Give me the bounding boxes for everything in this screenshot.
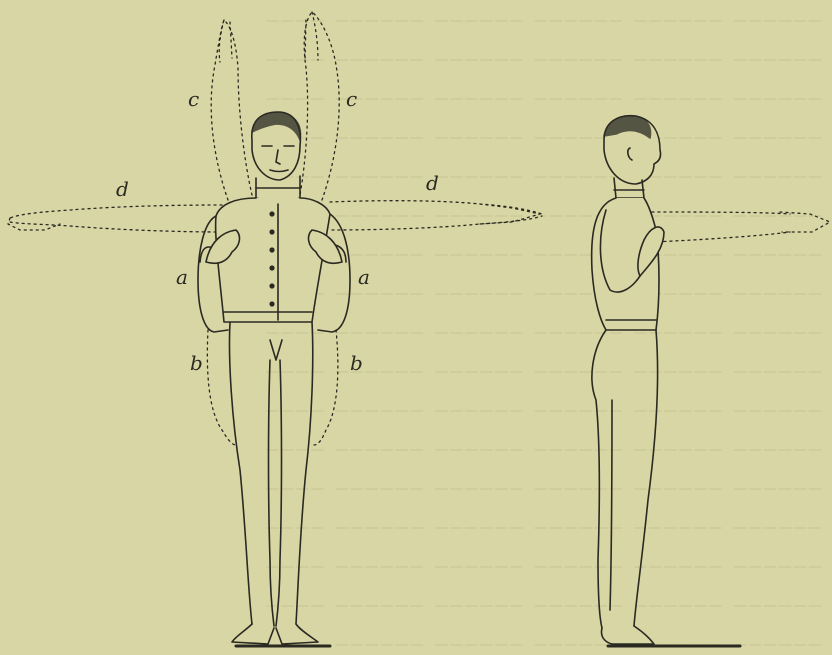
label-b-right: b	[350, 351, 363, 375]
side-figure	[592, 116, 830, 646]
label-d-left: d	[116, 177, 129, 201]
label-c-left: c	[188, 87, 199, 111]
front-figure	[8, 12, 542, 646]
label-c-right: c	[346, 87, 357, 111]
label-a-right: a	[358, 265, 370, 289]
label-b-left: b	[190, 351, 203, 375]
dotted-forward-arm	[652, 212, 830, 242]
label-d-right: d	[426, 171, 439, 195]
label-a-left: a	[176, 265, 188, 289]
